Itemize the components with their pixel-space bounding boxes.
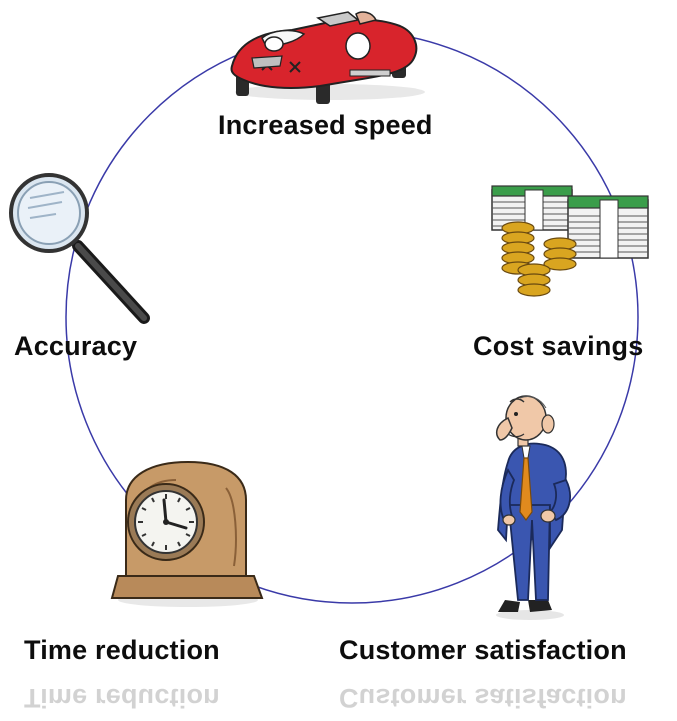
label-time-reduction: Time reduction	[24, 635, 220, 665]
label-cost-savings: Cost savings	[473, 331, 644, 361]
label-customer-satisfaction: Customer satisfaction	[339, 635, 627, 665]
magnifying-glass-icon	[9, 173, 150, 324]
label-accuracy: Accuracy	[14, 331, 138, 361]
label-increased-speed: Increased speed	[218, 110, 433, 140]
businessman-icon	[495, 395, 571, 620]
clock-icon	[110, 460, 264, 607]
reflection-time-reduction: Time reduction	[24, 683, 220, 713]
money-stacks-icon	[491, 185, 649, 297]
reflection-customer-satisfaction: Customer satisfaction	[339, 683, 627, 713]
red-car-icon	[230, 11, 425, 104]
